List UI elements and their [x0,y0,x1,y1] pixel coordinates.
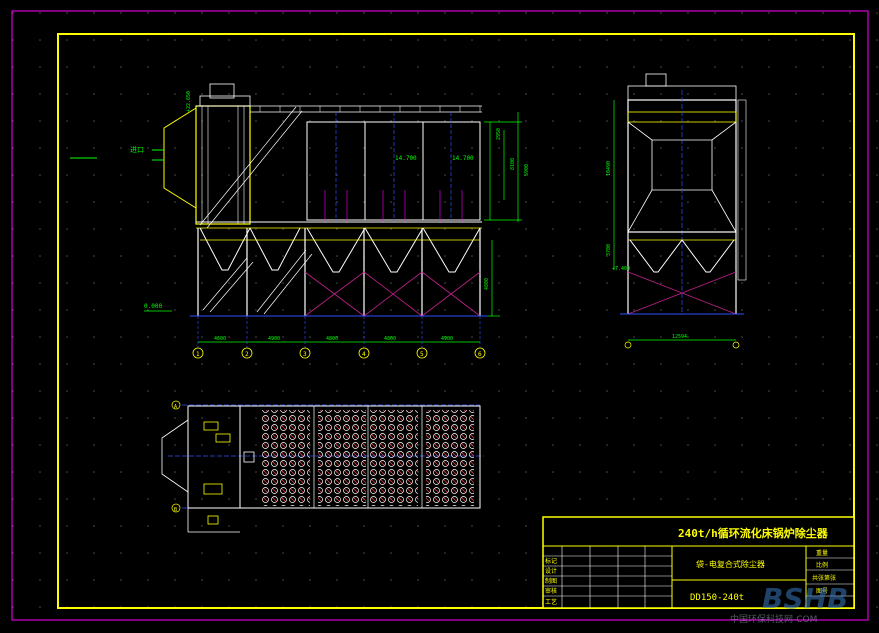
row-label-4: 审核 [545,587,557,595]
span-dim-4: 4800 [384,336,396,342]
right-label-2: 比例 [816,561,828,569]
side-lower-dim: 3700 [606,244,612,256]
platform-level-2: 14.700 [452,155,474,162]
plan-axis-b: B [174,507,177,513]
drawing-frame [57,33,855,609]
axis-1: 1 [196,351,200,358]
top-level: +22.650 [186,91,192,112]
height-dim-2: 8100 [510,158,516,170]
height-dim-1: 2950 [496,128,502,140]
span-dim-5: 4900 [441,336,453,342]
plan-view: A B [161,400,484,533]
span-dim-1: 4600 [214,336,226,342]
drawing-code: DD150-240t [690,593,744,603]
watermark-logo: BSHB [762,582,848,615]
ground-level: 0.000 [144,303,162,310]
title-block: 240t/h循环流化床锅炉除尘器 袋-电复合式除尘器 DD150-240t 标记… [542,516,855,609]
right-label-1: 重量 [816,549,828,557]
platform-level: 14.700 [395,155,417,162]
side-level: +7.400 [612,266,630,272]
side-width-dim: 12594 [672,334,687,340]
height-dim-4: 4800 [484,278,490,290]
drawing-name: 袋-电复合式除尘器 [696,559,765,569]
axis-6: 6 [478,351,482,358]
row-label-5: 工艺 [545,598,557,606]
watermark: BSHB 中国环保科技网-COM [730,582,848,625]
right-label-4: 图号 [816,588,828,595]
watermark-site: 中国环保科技网-COM [730,613,817,625]
row-label-1: 标记 [545,557,557,565]
front-elevation: 进口 [70,83,530,359]
row-label-3: 制图 [545,577,557,585]
span-dim-3: 4800 [326,336,338,342]
axis-5: 5 [420,351,424,358]
inlet-label: 进口 [130,146,144,154]
axis-4: 4 [362,351,366,358]
plan-axis-a: A [174,404,177,410]
row-label-2: 设计 [545,567,557,575]
axis-3: 3 [303,351,307,358]
right-label-3: 共张第张 [812,574,836,582]
span-dim-2: 4900 [268,336,280,342]
side-height-dim: 10490 [606,161,612,176]
side-elevation: 10490 3700 +7.400 12594 [606,73,747,349]
project-title: 240t/h循环流化床锅炉除尘器 [678,526,829,540]
axis-2: 2 [245,351,249,358]
sheet-border [11,10,869,621]
height-dim-3: 5900 [524,164,530,176]
